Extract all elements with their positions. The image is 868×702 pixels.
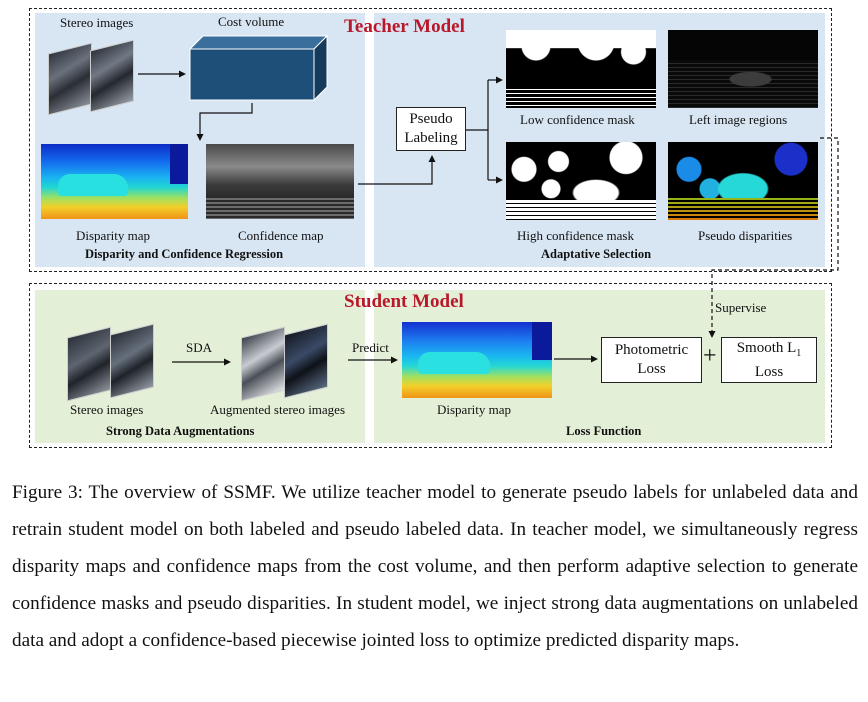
- smooth-l1-subscript: 1: [796, 347, 802, 359]
- sda-label: SDA: [186, 340, 213, 355]
- predict-label: Predict: [352, 340, 389, 355]
- photometric-loss-box: Photometric Loss: [601, 337, 702, 383]
- photometric-loss-line2: Loss: [637, 361, 666, 377]
- low-confidence-mask-white-region: [506, 30, 656, 70]
- student-stereo-images-label: Stereo images: [70, 402, 144, 417]
- cost-volume-label: Cost volume: [218, 14, 285, 29]
- low-confidence-mask-label: Low confidence mask: [520, 112, 635, 127]
- student-disparity-car-shape: [418, 352, 490, 374]
- low-confidence-mask-stripes: [506, 86, 656, 108]
- smooth-l1-loss-box: Smooth L1 Loss: [721, 337, 817, 383]
- loss-function-title: Loss Function: [566, 424, 642, 438]
- teacher-model-title: Teacher Model: [344, 16, 465, 37]
- student-model-frame: [29, 283, 832, 448]
- high-confidence-mask-stripes: [506, 200, 656, 220]
- cost-volume-cube-front: [189, 48, 315, 101]
- plus-sign: +: [703, 343, 717, 369]
- pseudo-disparities-stripes: [668, 198, 818, 220]
- augmented-stereo-images-label: Augmented stereo images: [210, 402, 346, 417]
- pseudo-disparities-label: Pseudo disparities: [698, 228, 793, 243]
- pseudo-labeling-line1: Pseudo: [409, 111, 453, 127]
- strong-augmentations-title: Strong Data Augmentations: [106, 424, 255, 438]
- teacher-model-frame: [29, 8, 832, 272]
- teacher-stereo-images-label: Stereo images: [60, 15, 134, 30]
- student-stereo-left-image: [67, 326, 111, 402]
- student-disparity-building-shape: [532, 322, 552, 360]
- teacher-disparity-car-shape: [58, 174, 128, 196]
- left-image-regions-label: Left image regions: [689, 112, 788, 127]
- student-stereo-right-image: [110, 323, 154, 399]
- augmented-right-image: [284, 323, 328, 399]
- confidence-map-stripes: [206, 196, 354, 219]
- student-model-title: Student Model: [344, 291, 464, 312]
- teacher-disparity-map-label: Disparity map: [76, 228, 151, 243]
- figure-caption: Figure 3: The overview of SSMF. We utili…: [12, 482, 858, 651]
- adaptive-selection-title: Adaptative Selection: [541, 247, 652, 261]
- regression-section-title: Disparity and Confidence Regression: [85, 247, 284, 261]
- pseudo-labeling-line2: Labeling: [404, 130, 458, 146]
- cost-volume-cube-top: [188, 35, 329, 50]
- smooth-l1-text: Smooth L: [736, 339, 797, 356]
- pseudo-labeling-box: Pseudo Labeling: [396, 107, 466, 151]
- photometric-loss-line1: Photometric: [614, 342, 689, 358]
- smooth-l1-line1: Smooth L1: [722, 339, 816, 363]
- student-disparity-map-label: Disparity map: [437, 402, 512, 417]
- smooth-l1-line2: Loss: [754, 363, 784, 380]
- confidence-map-label: Confidence map: [238, 228, 324, 243]
- high-confidence-mask-label: High confidence mask: [517, 228, 634, 243]
- supervise-label: Supervise: [715, 300, 767, 315]
- teacher-disparity-building-shape: [170, 144, 188, 184]
- augmented-left-image: [241, 326, 285, 402]
- left-image-regions-detail: [668, 60, 818, 108]
